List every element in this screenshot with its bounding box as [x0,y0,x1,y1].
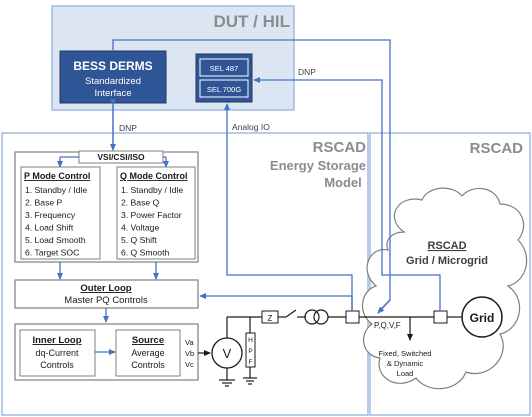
sel-700g-box [199,79,249,98]
grid-symbol [461,296,503,338]
bess-derms-box [59,50,167,104]
rscad-storage-line2: Model [324,175,362,190]
outer-loop-box [14,279,199,309]
grid-cloud [361,187,528,390]
p-mode-item: 1. Standby / Idle [25,185,87,195]
grid-cloud-sub: Grid / Microgrid [406,255,488,267]
dnp-top-arrow [377,299,391,314]
impedance-label: Z [268,314,273,323]
q-mode-title: Q Mode Control [120,171,188,181]
source-title: Source [132,335,164,346]
q-mode-box [116,166,196,260]
p-mode-item: 2. Base P [25,198,63,208]
q-mode-item: 1. Standby / Idle [121,185,183,195]
sel-487-label: SEL 487 [210,64,239,73]
q-mode-item: 2. Base Q [121,198,160,208]
dnp-right-label: DNP [298,67,316,77]
rscad-grid-header: RSCAD [470,140,524,157]
analog-io-line [224,103,353,311]
analog-io-label: Analog IO [232,122,270,132]
p-mode-title: P Mode Control [24,171,90,181]
grid-meter-line [253,77,441,311]
vc-label: Vc [185,360,194,369]
p-mode-item: 4. Load Shift [25,223,74,233]
meter-box-1 [345,310,360,324]
load-line2: & Dynamic [387,359,424,368]
p-mode-box [20,166,101,260]
inner-loop-box [19,329,96,377]
p-mode-item: 6. Target SOC [25,248,79,258]
vsi-label: VSI/CSI/ISO [97,152,145,162]
source-sub1: Average [131,348,164,358]
outer-loop-sub: Master PQ Controls [64,295,148,306]
q-mode-list: 1. Standby / Idle 2. Base Q 3. Power Facto… [121,185,183,258]
dnp-left-label: DNP [119,123,137,133]
vb-label: Vb [185,349,194,358]
outer-loop-title: Outer Loop [80,283,131,294]
meter-box-2 [433,310,448,324]
rscad-storage-line1: Energy Storage [270,158,366,173]
p-mode-list: 1. Standby / Idle 2. Base P 3. Frequency 4.… [25,185,87,258]
p-mode-item: 5. Load Smooth [25,235,86,245]
load-line1: Fixed, Switched [379,349,432,358]
transformer-coil-1 [304,309,320,325]
q-mode-item: 4. Voltage [121,223,159,233]
p-mode-item: 3. Frequency [25,210,76,220]
hpf-label-p: P [248,348,252,355]
grid-cloud-title: RSCAD [427,240,466,252]
bess-derms-sub1: Standardized [85,76,141,87]
va-label: Va [185,338,194,347]
q-mode-item: 6. Q Smooth [121,248,169,258]
inner-loop-title: Inner Loop [32,335,81,346]
source-box [115,329,181,377]
inner-loop-sub1: dq-Current [35,348,79,358]
hpf-label-h: H [248,337,253,344]
source-sub2: Controls [131,360,165,370]
pqvf-label: P,Q,V,F [374,321,401,330]
hpf-label-f: F [249,359,253,366]
bess-derms-title: BESS DERMS [73,59,152,73]
breaker-switch [285,309,297,318]
sel-487-box [199,58,249,77]
sel-700g-label: SEL 700G [207,85,241,94]
bess-derms-sub2: Interface [95,88,132,99]
q-mode-item: 3. Power Factor [121,210,182,220]
grid-label: Grid [470,311,495,325]
inner-loop-sub2: Controls [40,360,74,370]
voltage-source-label: V [223,346,232,361]
q-mode-item: 5. Q Shift [121,235,157,245]
dut-hil-title: DUT / HIL [214,12,291,31]
load-line3: Load [397,369,414,378]
rscad-storage-title: RSCAD [313,139,367,156]
